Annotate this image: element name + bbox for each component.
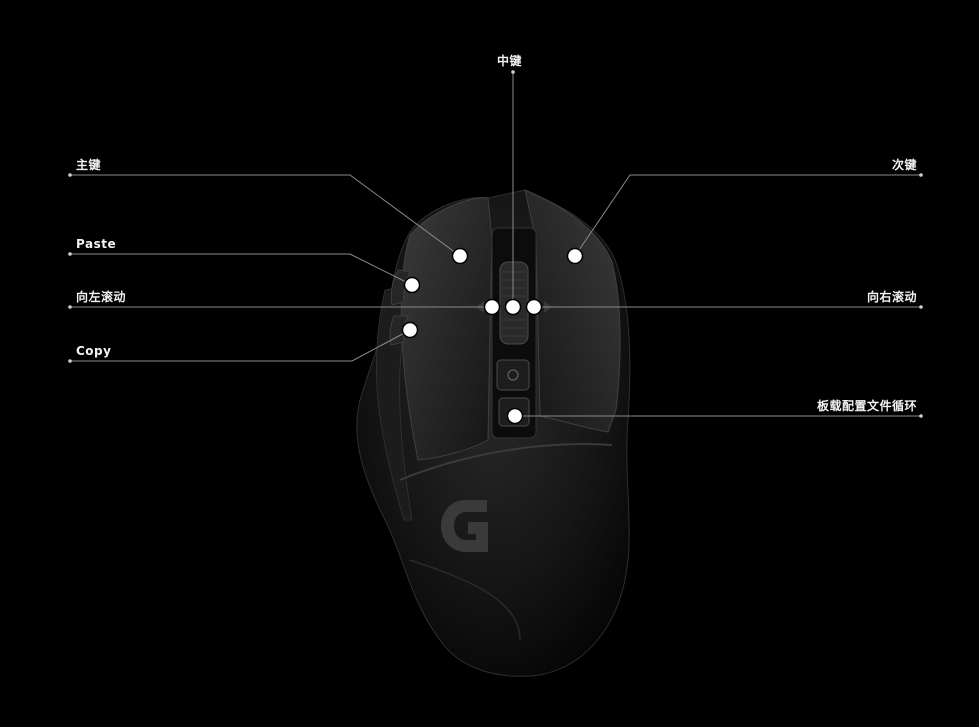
label-paste: Paste bbox=[76, 237, 117, 251]
label-scroll-right: 向右滚动 bbox=[866, 290, 917, 304]
marker-paste[interactable] bbox=[403, 276, 421, 294]
marker-secondary[interactable] bbox=[566, 247, 584, 265]
marker-primary[interactable] bbox=[451, 247, 469, 265]
g-logo-icon bbox=[441, 500, 488, 552]
marker-scroll-left[interactable] bbox=[483, 298, 501, 316]
label-scroll-left: 向左滚动 bbox=[76, 290, 127, 304]
label-secondary-button: 次键 bbox=[891, 158, 917, 172]
label-primary-button: 主键 bbox=[76, 158, 102, 172]
marker-profile-cycle[interactable] bbox=[506, 407, 524, 425]
label-copy: Copy bbox=[76, 344, 112, 358]
label-profile-cycle: 板载配置文件循环 bbox=[816, 399, 917, 413]
mouse-body bbox=[356, 189, 631, 677]
marker-copy[interactable] bbox=[401, 321, 419, 339]
marker-scroll-right[interactable] bbox=[525, 298, 543, 316]
marker-middle[interactable] bbox=[504, 298, 522, 316]
leader-endpoints bbox=[68, 70, 923, 418]
leader-lines bbox=[70, 72, 921, 417]
label-middle-button: 中键 bbox=[497, 54, 523, 68]
